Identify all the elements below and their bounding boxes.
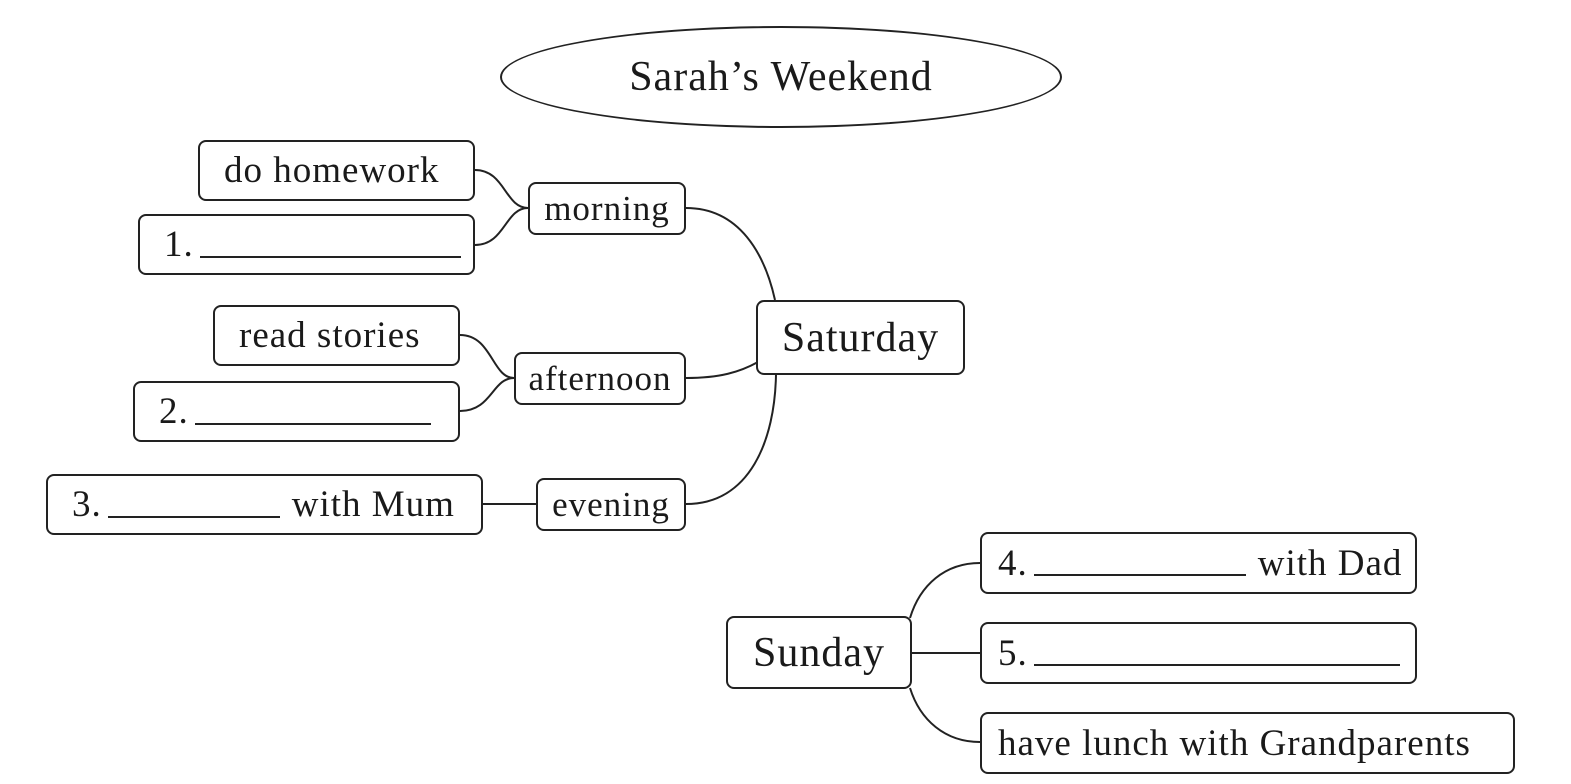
blank-1-line[interactable] (199, 228, 461, 258)
blank-4-number: 4. (998, 542, 1028, 584)
connector-afternoon-leaves (459, 334, 515, 412)
blank-3-suffix: with Mum (291, 484, 455, 525)
blank-3-line[interactable] (107, 488, 280, 518)
connector-morning-leaves (474, 169, 529, 246)
blank-5-number: 5. (998, 632, 1028, 674)
node-morning: morning (528, 182, 686, 235)
node-sunday-label: Sunday (753, 629, 885, 676)
morning-item-blank-1[interactable]: 1. (138, 214, 475, 275)
node-afternoon-label: afternoon (528, 358, 672, 398)
blank-2-line[interactable] (194, 395, 431, 425)
page-title: Sarah’s Weekend (500, 26, 1062, 128)
node-saturday: Saturday (756, 300, 965, 375)
connector-saturday-afternoon (685, 361, 759, 379)
connector-saturday-morning (685, 207, 776, 301)
node-evening: evening (536, 478, 686, 531)
blank-3-number: 3. (72, 484, 102, 525)
blank-4-suffix: with Dad (1257, 542, 1403, 584)
node-saturday-label: Saturday (781, 314, 940, 361)
connector-sunday-item4 (909, 562, 981, 619)
blank-4-line[interactable] (1033, 546, 1246, 576)
afternoon-item-stories-label: read stories (239, 315, 421, 356)
sunday-item-blank-5[interactable]: 5. (980, 622, 1417, 684)
morning-item-homework-label: do homework (224, 150, 440, 191)
connector-sunday-item6 (909, 687, 981, 743)
sunday-item-blank-4[interactable]: 4. with Dad (980, 532, 1417, 594)
sunday-item-lunch-label: have lunch with Grandparents (998, 722, 1471, 764)
evening-item-blank-3[interactable]: 3. with Mum (46, 474, 483, 535)
blank-5-line[interactable] (1033, 636, 1400, 666)
afternoon-item-stories: read stories (213, 305, 460, 366)
node-sunday: Sunday (726, 616, 912, 689)
sunday-item-lunch: have lunch with Grandparents (980, 712, 1515, 774)
node-morning-label: morning (544, 188, 670, 228)
node-afternoon: afternoon (514, 352, 686, 405)
morning-item-homework: do homework (198, 140, 475, 201)
afternoon-item-blank-2[interactable]: 2. (133, 381, 460, 442)
blank-1-number: 1. (164, 224, 194, 265)
connector-saturday-evening (685, 373, 777, 505)
node-evening-label: evening (552, 484, 670, 524)
blank-2-number: 2. (159, 391, 189, 432)
